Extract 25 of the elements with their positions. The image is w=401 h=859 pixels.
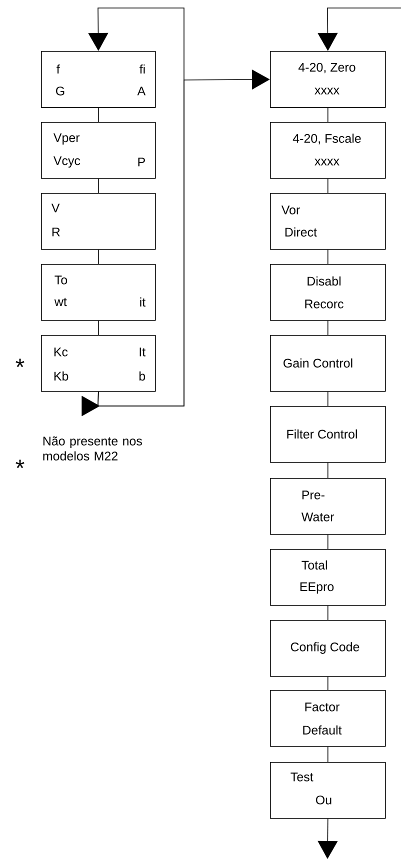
menu-box: Pre- Water — [270, 478, 386, 535]
connector — [98, 107, 99, 122]
menu-box: Filter Control — [270, 406, 386, 463]
connector — [98, 249, 99, 264]
menu-box: Kc It Kb b — [41, 335, 156, 392]
menu-box: To wt it — [41, 264, 156, 321]
menu-box: 4-20, Zero xxxx — [270, 51, 386, 108]
connector — [98, 178, 99, 194]
menu-box: Gain Control — [270, 335, 386, 392]
asterisk: * — [16, 460, 24, 468]
menu-box: f fi G A — [41, 51, 156, 108]
menu-box: Disabl Recorc — [270, 264, 386, 321]
menu-box: Vper Vcyc P — [41, 122, 156, 179]
footnote-text: Não presente nos modelos M22 — [43, 436, 142, 460]
connector — [318, 818, 338, 859]
menu-box: Factor Default — [270, 690, 386, 747]
menu-box: V R — [41, 193, 156, 250]
menu-box: Vor Direct — [270, 193, 386, 250]
menu-box: Config Code — [270, 620, 386, 677]
menu-box: Test Ou — [270, 762, 386, 819]
asterisk: * — [16, 358, 24, 368]
connector — [318, 8, 401, 51]
menu-box: Total EEpro — [270, 549, 386, 606]
connector — [98, 320, 99, 336]
menu-box: 4-20, Fscale xxxx — [270, 122, 386, 179]
